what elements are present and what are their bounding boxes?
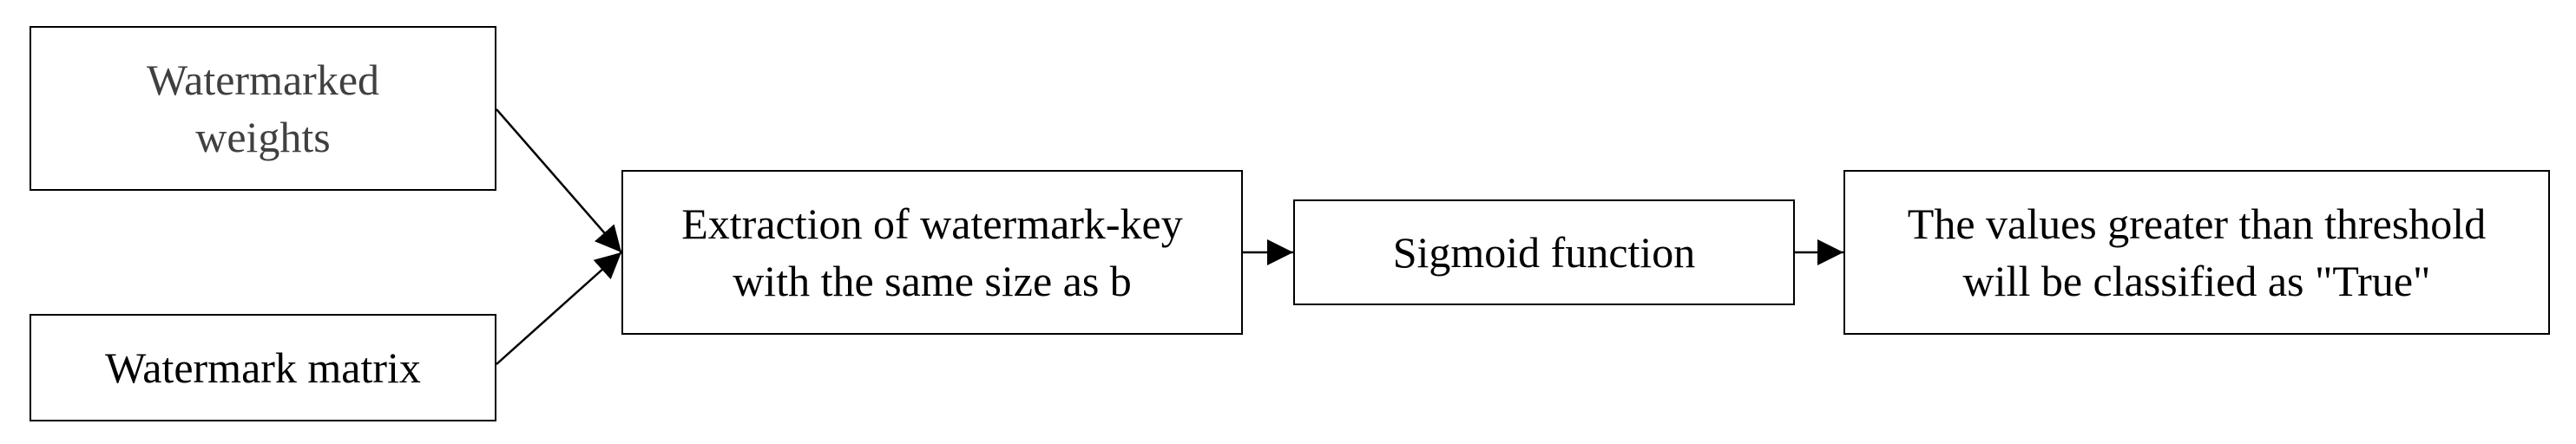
arrow-matrix-to-extraction	[496, 251, 622, 365]
extraction-label: Extraction of watermark-key with the sam…	[681, 199, 1183, 305]
arrow-weights-to-extraction	[496, 108, 622, 253]
watermark-matrix-box: Watermark matrix	[30, 314, 496, 421]
extraction-box: Extraction of watermark-key with the sam…	[621, 170, 1243, 335]
sigmoid-box: Sigmoid function	[1293, 199, 1795, 305]
threshold-box: The values greater than threshold will b…	[1843, 170, 2550, 335]
watermarked-weights-label: Watermarked weights	[146, 56, 380, 161]
sigmoid-label: Sigmoid function	[1392, 228, 1696, 277]
threshold-label: The values greater than threshold will b…	[1907, 199, 2487, 305]
watermarked-weights-box: Watermarked weights	[30, 26, 496, 191]
watermark-matrix-label: Watermark matrix	[105, 343, 421, 392]
